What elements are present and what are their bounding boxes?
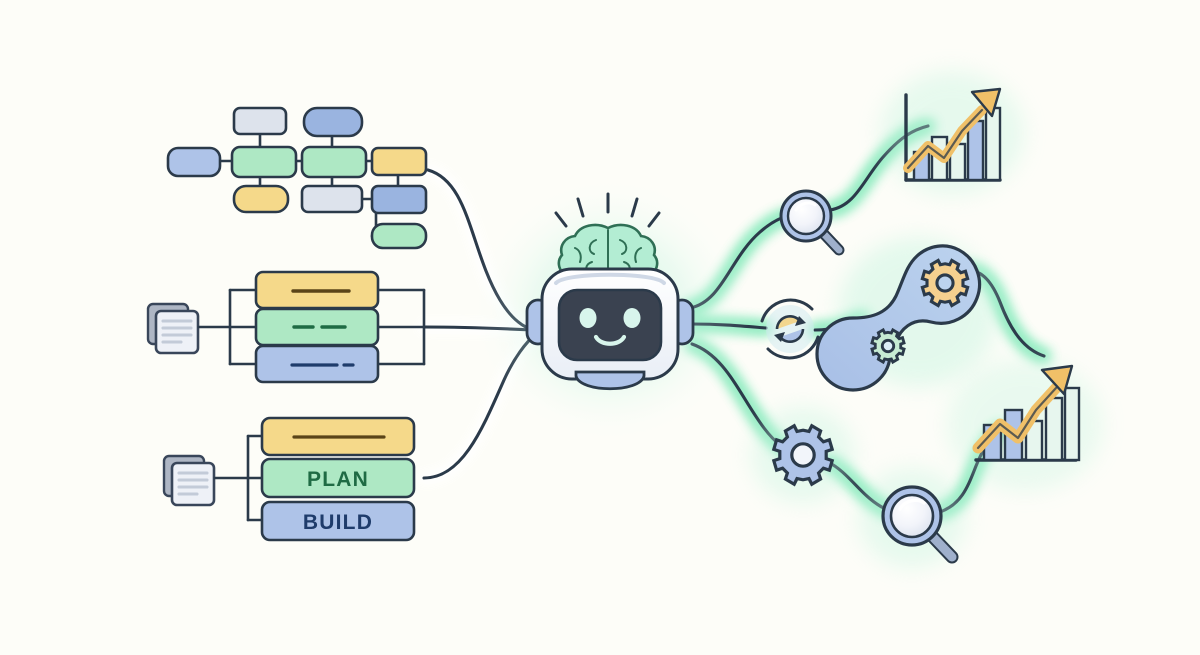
flowchart-node (232, 184, 290, 214)
robot-eye-right (623, 308, 641, 328)
growth-chart-bottom (947, 359, 1103, 491)
list-row-label-build: BUILD (303, 511, 373, 534)
flowchart-node (300, 184, 364, 214)
robot-head-band (554, 272, 666, 285)
document-stack-icon (146, 302, 200, 355)
magnifier-icon-top (779, 189, 845, 256)
chart-bar (966, 119, 985, 182)
robot-face-screen (557, 288, 663, 362)
sync-arrow-upper (775, 315, 801, 330)
flowchart-node (370, 146, 428, 177)
sync-arrow-lower (779, 328, 805, 343)
flowchart-node (166, 146, 222, 178)
ai-robot (470, 175, 750, 445)
flowchart-node (232, 106, 288, 136)
chart-bar (1044, 396, 1064, 462)
robot-neck (574, 370, 646, 391)
sync-outer-arc (766, 335, 820, 360)
flowchart-node (230, 145, 298, 179)
flowchart-node (370, 222, 428, 250)
flowchart-node (302, 106, 364, 138)
list-row (254, 307, 380, 347)
magnifier-icon-bottom (858, 468, 966, 568)
document-list-middle (146, 270, 426, 384)
flowchart-node (370, 184, 428, 215)
growth-chart-top (880, 71, 1024, 195)
sync-outer-arc (760, 298, 814, 323)
gear-cluster (815, 237, 998, 392)
list-row (260, 500, 416, 542)
gear-icon-bottom (751, 407, 855, 503)
gear-icon-small (870, 328, 906, 364)
idea-sparks (554, 192, 661, 228)
sync-icon (760, 298, 820, 360)
document-stack-icon (162, 454, 216, 507)
flowchart-node (300, 145, 368, 179)
robot-eye-left (579, 308, 597, 328)
document-list-bottom: PLAN BUILD (162, 416, 416, 542)
chart-trend-arrow (903, 87, 1002, 173)
robot-mouth (593, 334, 627, 346)
chart-trend-arrow (972, 364, 1074, 454)
gear-icon-large (920, 258, 970, 308)
chart-bar (1063, 386, 1081, 462)
list-row-label-plan: PLAN (307, 468, 369, 491)
chart-bar (984, 106, 1002, 182)
list-row (260, 457, 416, 499)
flowchart-diagram (166, 106, 428, 250)
